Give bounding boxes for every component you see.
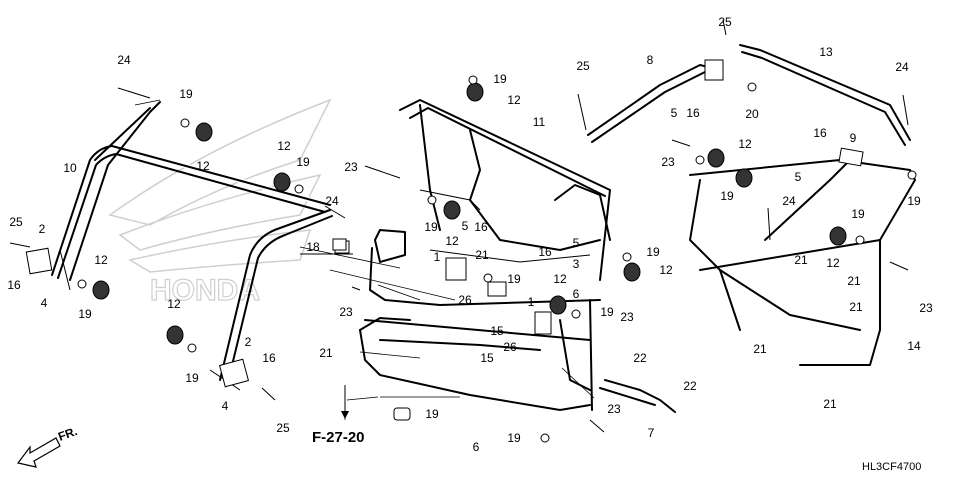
callout-label: 12 (94, 253, 108, 267)
main-frame-assembly (359, 99, 611, 411)
callout-label: 25 (9, 215, 23, 229)
callout-label: 4 (222, 399, 229, 413)
callout-label: 23 (339, 305, 353, 319)
callout-label: 19 (424, 220, 438, 234)
callout-label: 23 (620, 310, 634, 324)
callout-label: 7 (648, 426, 655, 440)
callout-label: 23 (919, 301, 933, 315)
callout-label: 22 (633, 351, 647, 365)
callout-label: 23 (607, 402, 621, 416)
callout-label: 16 (262, 351, 276, 365)
callout-label: 19 (851, 207, 865, 221)
callout-label: 19 (493, 72, 507, 86)
callout-label: 12 (277, 139, 291, 153)
callout-label: 22 (683, 379, 697, 393)
callout-label: 19 (296, 155, 310, 169)
callout-label: 14 (907, 339, 921, 353)
callout-label: 21 (823, 397, 837, 411)
part-17-box (300, 238, 353, 255)
callout-label: 19 (425, 407, 439, 421)
callout-labels: 24 19 12 10 12 19 24 25 2 12 16 4 19 12 … (7, 15, 933, 454)
callout-label: 16 (538, 245, 552, 259)
callout-label: 12 (445, 234, 459, 248)
callout-label: 21 (475, 248, 489, 262)
front-arrow-icon (16, 437, 61, 468)
front-pipe-assembly (25, 101, 333, 391)
callout-label: 20 (745, 107, 759, 121)
callout-label: 12 (196, 159, 210, 173)
callout-label: 19 (646, 245, 660, 259)
callout-label: 24 (325, 194, 339, 208)
callout-label: 4 (41, 296, 48, 310)
reference-label: F-27-20 (312, 429, 365, 446)
callout-label: 12 (659, 263, 673, 277)
callout-label: 25 (276, 421, 290, 435)
callout-label: 12 (507, 93, 521, 107)
callout-label: 19 (185, 371, 199, 385)
callout-label: 5 (573, 236, 580, 250)
callout-label: 24 (895, 60, 909, 74)
callout-label: 16 (686, 106, 700, 120)
leader-lines (134, 99, 595, 420)
callout-label: 19 (507, 431, 521, 445)
callout-label: 6 (473, 440, 480, 454)
callout-label: 19 (78, 307, 92, 321)
callout-label: 13 (819, 45, 833, 59)
callout-label: 12 (553, 272, 567, 286)
callout-label: 21 (847, 274, 861, 288)
callout-label: 5 (462, 219, 469, 233)
reference-arrowhead (341, 411, 349, 419)
callout-label: 2 (39, 222, 46, 236)
callout-label: 5 (795, 170, 802, 184)
callout-label: 3 (573, 257, 580, 271)
callout-label: 23 (661, 155, 675, 169)
right-frame-assembly (587, 44, 916, 413)
callout-label: 21 (849, 300, 863, 314)
callout-label: 16 (813, 126, 827, 140)
callout-label: 15 (480, 351, 494, 365)
callout-label: 12 (167, 297, 181, 311)
callout-label: 25 (576, 59, 590, 73)
callout-label: 24 (117, 53, 131, 67)
callout-label: 2 (245, 335, 252, 349)
callout-label: 18 (306, 240, 320, 254)
callout-label: 19 (907, 194, 921, 208)
callout-label: 26 (458, 293, 472, 307)
callout-label: 21 (319, 346, 333, 360)
callout-label: 16 (474, 220, 488, 234)
callout-label: 25 (718, 15, 732, 29)
callout-label: 24 (782, 194, 796, 208)
callout-label: 19 (179, 87, 193, 101)
front-direction-label: FR. (56, 424, 79, 444)
callout-label: 21 (794, 253, 808, 267)
callout-label: 8 (647, 53, 654, 67)
callout-label: 1 (528, 295, 535, 309)
callout-label: 6 (573, 287, 580, 301)
callout-label: 12 (738, 137, 752, 151)
callout-label: 1 (434, 250, 441, 264)
callout-label: 15 (490, 324, 504, 338)
callout-label: 19 (600, 305, 614, 319)
callout-label: 11 (533, 115, 546, 129)
callout-label: 19 (720, 189, 734, 203)
callout-label: 26 (503, 340, 517, 354)
callout-label: 19 (507, 272, 521, 286)
callout-label: 16 (7, 278, 21, 292)
callout-label: 21 (753, 342, 767, 356)
callout-label: 12 (826, 256, 840, 270)
callout-label: 9 (850, 131, 857, 145)
diagram-code: HL3CF4700 (862, 461, 921, 473)
callout-label: 10 (63, 161, 77, 175)
callout-label: 23 (344, 160, 358, 174)
front-direction-indicator: FR. (16, 424, 79, 468)
callout-label: 5 (671, 106, 678, 120)
